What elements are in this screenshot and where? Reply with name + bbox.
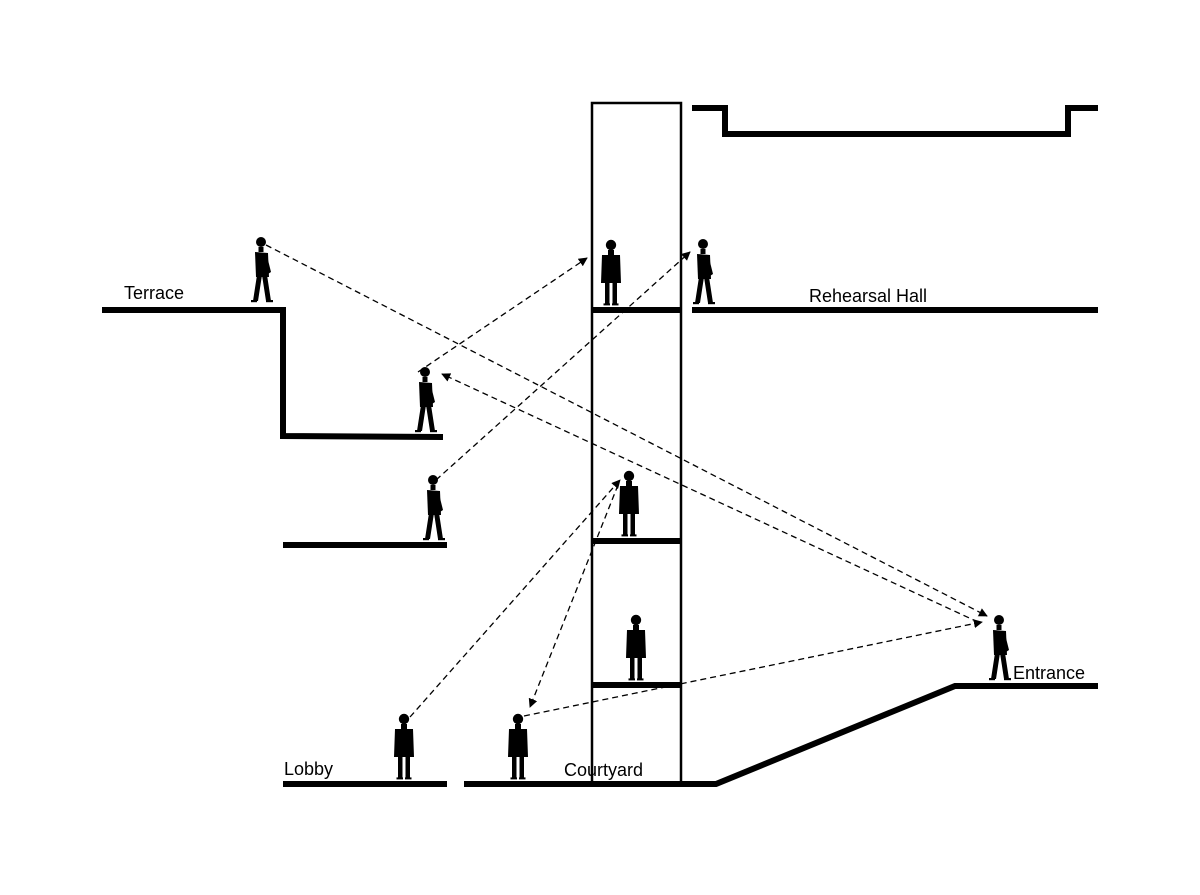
roof-line xyxy=(692,105,1098,137)
sight-lines xyxy=(265,244,988,718)
sight-line-left-hall xyxy=(435,251,691,481)
person-entrance-icon xyxy=(989,615,1011,681)
person-shaft-middle-icon xyxy=(619,470,639,537)
person-courtyard-icon xyxy=(508,713,528,780)
person-rehearsal-hall-icon xyxy=(693,239,715,305)
entrance-label: Entrance xyxy=(1013,663,1086,683)
person-mid-level-icon xyxy=(415,367,437,433)
sight-line-courtyard-entrance xyxy=(523,619,983,717)
sight-line-shaft-courtyard xyxy=(528,484,619,708)
person-shaft-top-icon xyxy=(601,239,621,306)
person-shaft-bottom-icon xyxy=(626,614,646,681)
courtyard-ramp-floor xyxy=(464,683,1098,787)
person-lobby-icon xyxy=(394,713,414,780)
sight-line-entrance-mid xyxy=(441,373,979,623)
person-left-level-icon xyxy=(423,475,445,541)
people xyxy=(251,237,1011,780)
shaft-outline xyxy=(590,101,683,786)
rehearsal-hall-label: Rehearsal Hall xyxy=(809,286,928,306)
terrace-label: Terrace xyxy=(124,283,185,303)
lobby-label: Lobby xyxy=(284,759,334,779)
sight-line-terrace-entrance xyxy=(265,244,988,617)
terrace-floor xyxy=(102,307,444,440)
courtyard-label: Courtyard xyxy=(564,760,644,780)
central-shaft xyxy=(590,101,683,786)
floor-slabs xyxy=(102,105,1098,787)
sight-line-mid-shaft xyxy=(417,257,588,373)
sight-line-lobby-shaft xyxy=(409,479,621,718)
